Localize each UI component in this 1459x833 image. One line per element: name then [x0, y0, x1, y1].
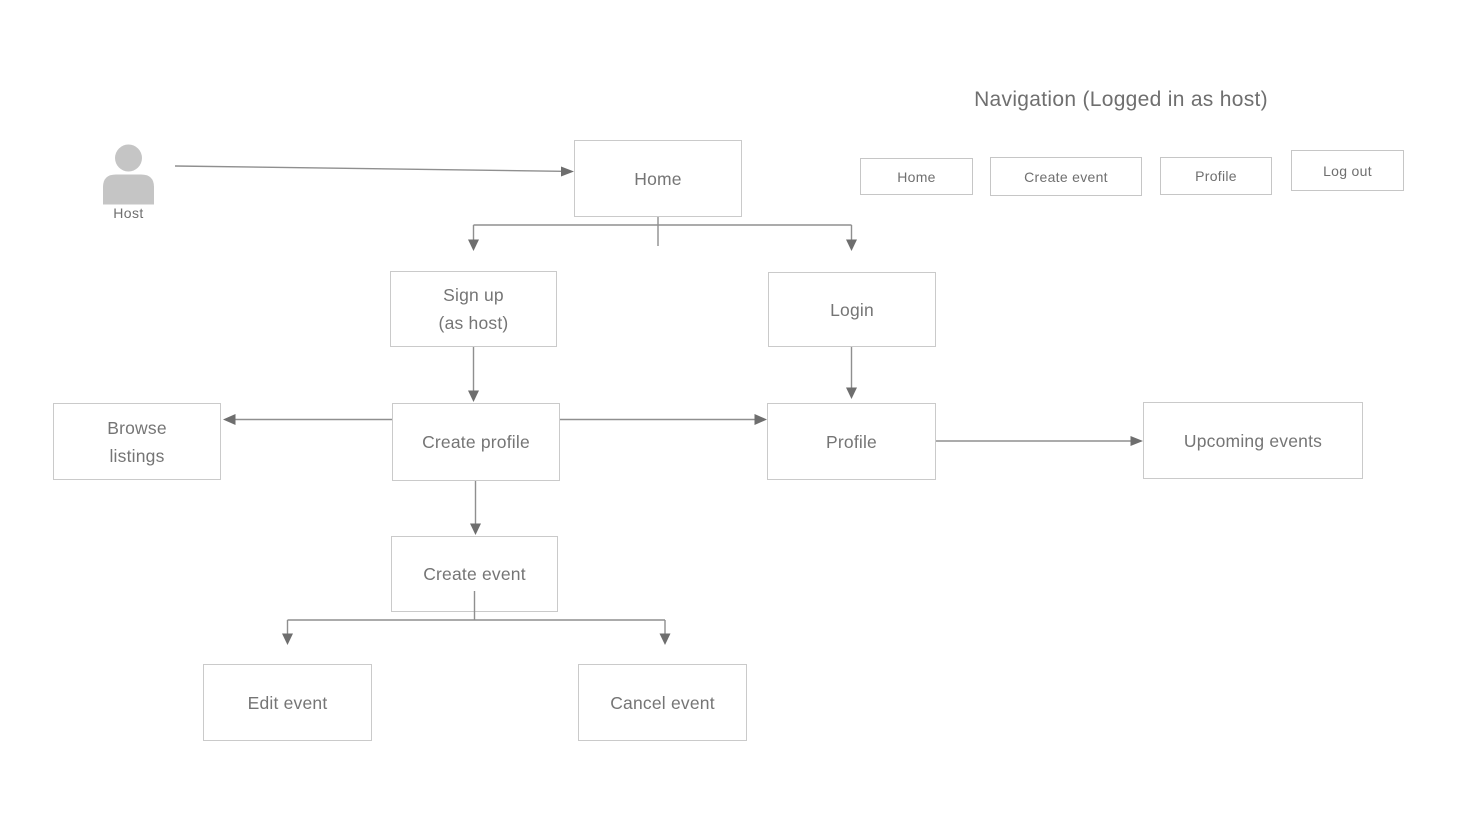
nav-item-profile: Profile: [1160, 157, 1272, 195]
edge-login-profile: [846, 347, 857, 399]
node-label-line: (as host): [438, 313, 509, 333]
edge-create-event-branch: [282, 619, 671, 645]
flow-node-create-profile: Create profile: [392, 403, 560, 481]
nav-item-label: Log out: [1323, 162, 1372, 179]
node-label: Edit event: [247, 692, 328, 713]
node-label-line: Sign up: [443, 285, 504, 305]
flow-node-profile: Profile: [767, 403, 936, 480]
nav-item-label: Profile: [1195, 168, 1237, 184]
edge-home-branch: [468, 217, 857, 251]
edge-profile-upcoming-events: [936, 436, 1143, 446]
flow-node-sign-up-as-host: Sign up (as host): [390, 271, 557, 347]
node-label: Upcoming events: [1183, 430, 1323, 451]
host-person-icon: [103, 144, 154, 205]
nav-item-label: Create event: [1024, 168, 1108, 185]
host-actor-label: Host: [113, 205, 144, 221]
nav-item-log-out: Log out: [1291, 150, 1404, 191]
flow-node-create-event: Create event: [391, 536, 558, 612]
node-label: Home: [634, 168, 682, 189]
node-label: Create event: [423, 564, 526, 584]
node-label: Cancel event: [610, 692, 715, 713]
edge-host-home: [174, 165, 574, 177]
edge-signup-create-profile: [468, 347, 479, 402]
edge-create-profile-profile: [560, 414, 767, 425]
navigation-section-title: Navigation (Logged in as host): [974, 88, 1268, 111]
node-label-line: Browse: [107, 417, 167, 438]
flow-node-home: Home: [574, 140, 742, 217]
flow-node-upcoming-events: Upcoming events: [1143, 402, 1363, 479]
edge-create-profile-create-event: [470, 481, 481, 535]
flow-node-browse-listings: Browse listings: [53, 403, 221, 480]
node-label: Login: [830, 299, 874, 320]
node-label: Create profile: [422, 432, 530, 452]
node-label: Profile: [825, 431, 877, 452]
node-label-line: listings: [109, 445, 165, 466]
nav-item-home: Home: [860, 158, 973, 195]
flow-node-login: Login: [768, 272, 936, 347]
nav-item-label: Home: [897, 168, 936, 185]
flow-node-cancel-event: Cancel event: [578, 664, 747, 741]
nav-item-create-event: Create event: [990, 157, 1142, 196]
flow-node-edit-event: Edit event: [203, 664, 372, 741]
edge-create-profile-browse-listings: [223, 414, 392, 425]
